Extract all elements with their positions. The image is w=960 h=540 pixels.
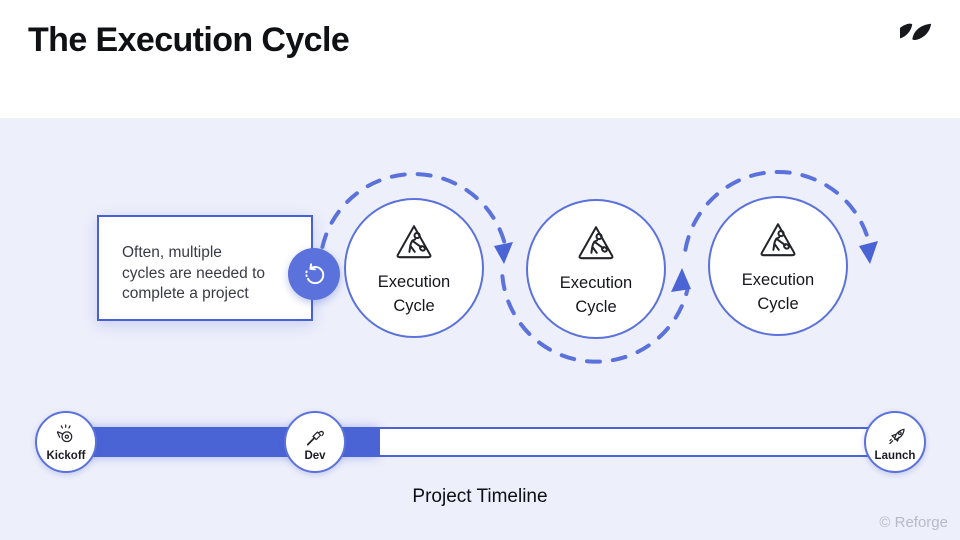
- reforge-logo-icon: [893, 20, 934, 54]
- execution-cycle-node-3: Execution Cycle: [708, 196, 848, 336]
- timeline-remaining-bar: [378, 427, 895, 457]
- execution-cycle-node-2: Execution Cycle: [526, 199, 666, 339]
- callout-text: cycles are needed to: [122, 264, 266, 282]
- callout-text: Often, multiple: [122, 244, 222, 261]
- milestone-label: Kickoff: [46, 449, 86, 462]
- construction-icon: [396, 224, 432, 258]
- copyright-watermark: © Reforge: [879, 514, 948, 531]
- cycle-loop-arrows: [320, 169, 878, 364]
- cycle-label: Execution: [377, 272, 451, 291]
- cycle-label: Execution: [741, 270, 815, 289]
- milestone-dev: Dev: [284, 411, 346, 473]
- cycle-label: Cycle: [575, 297, 617, 316]
- milestone-label: Launch: [874, 449, 916, 462]
- milestone-kickoff: Kickoff: [35, 411, 97, 473]
- callout-box: Often, multiple cycles are needed to com…: [97, 215, 313, 321]
- loop-arrowhead-down-1: [494, 242, 513, 264]
- construction-icon: [760, 222, 796, 256]
- timeline-caption: Project Timeline: [412, 486, 548, 507]
- refresh-icon: [304, 262, 324, 284]
- header: The Execution Cycle: [0, 0, 960, 118]
- slide-body: Often, multiple cycles are needed to com…: [0, 118, 960, 540]
- callout-text: complete a project: [122, 285, 249, 302]
- loop-arrowhead-down-2: [859, 241, 878, 264]
- milestone-launch: Launch: [864, 411, 926, 473]
- execution-cycle-node-1: Execution Cycle: [344, 198, 484, 338]
- cycle-label: Execution: [559, 273, 633, 292]
- construction-icon: [578, 225, 614, 259]
- hammer-icon: [306, 430, 324, 445]
- cycle-refresh-badge: [288, 248, 340, 300]
- whistle-icon: [56, 423, 73, 442]
- loop-arrowhead-up: [671, 268, 691, 292]
- page-title: The Execution Cycle: [28, 21, 350, 59]
- rocket-icon: [889, 428, 905, 444]
- cycle-label: Cycle: [757, 294, 799, 313]
- milestone-label: Dev: [304, 449, 326, 462]
- cycle-label: Cycle: [393, 296, 435, 315]
